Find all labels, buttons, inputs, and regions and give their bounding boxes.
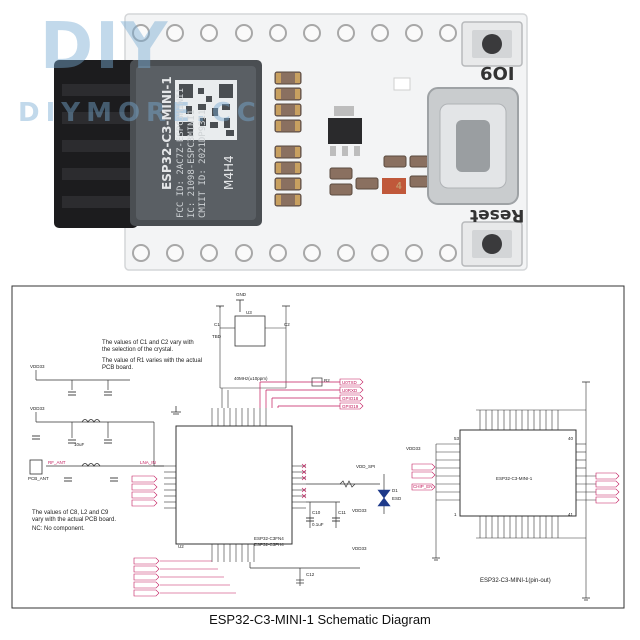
label-vdd33-a: VDD33 <box>30 364 45 369</box>
label-u3: U3 <box>246 310 252 315</box>
cap-silk-label: 4 <box>396 181 402 192</box>
label-vdd33-c: VDD33 <box>352 546 367 551</box>
label-gnd: GND <box>236 292 246 297</box>
chip-u2-symbol <box>175 425 293 545</box>
module-name-text: ESP32-C3-MINI-1 <box>160 76 174 190</box>
watermark-text: DIYMORE.CC <box>18 98 262 128</box>
label-pin40: 40 <box>568 436 574 441</box>
label-pinout-title: ESP32-C3-MINI-1(pin-out) <box>480 578 551 584</box>
label-rf-ant: RF_ANT <box>48 460 66 465</box>
module-fcc-text: FCC ID: 2AC7Z-ESPC3MINI1 <box>176 87 186 218</box>
label-cap-10uf: 10uF <box>74 442 85 447</box>
note-nc: NC: No component. <box>32 526 85 532</box>
watermark-logo: DIY <box>40 10 170 84</box>
label-u0txd: U0TXD <box>342 380 357 385</box>
label-cap-0-1uf: 0.1uF <box>312 522 324 527</box>
header-pins-top <box>132 24 457 42</box>
label-gpio18: GPIO18 <box>342 396 359 401</box>
note-r1-line2: PCB board. <box>102 365 134 371</box>
label-vdd-spi: VDD_SPI <box>356 464 376 469</box>
note-r1-line1: The value of R1 varies with the actual <box>102 358 203 364</box>
label-chip-fn4: ESP32-C3FN4 <box>254 536 284 541</box>
io9-button <box>461 21 523 67</box>
label-module: ESP32-C3-MINI-1 <box>496 476 533 481</box>
label-c1: C1 <box>214 322 220 327</box>
label-pin53: 53 <box>454 436 460 441</box>
silkscreen-reset: Reset <box>470 205 525 225</box>
status-led <box>393 77 411 91</box>
schematic-drawing <box>11 285 625 609</box>
module-cmiit-text: CMIIT ID: 2021DP9311 <box>198 109 208 218</box>
label-r2: R2 <box>324 378 330 383</box>
label-d1: D1 <box>392 488 398 493</box>
label-crystal-freq: 40MHz(±10ppm) <box>234 376 268 381</box>
note-c8-line1: The values of C8, L2 and C9 <box>32 510 109 516</box>
label-gpio19: GPIO19 <box>342 404 359 409</box>
label-vdd33-d: VDD33 <box>406 446 421 451</box>
ldo-regulator <box>328 118 362 144</box>
esd-diode-symbol <box>377 489 391 507</box>
reset-button <box>461 221 523 267</box>
module-ic-text: IC: 21098-ESPC3MINI1 <box>187 109 197 218</box>
label-vdd33-b: VDD33 <box>30 406 45 411</box>
label-lna-in: LNA_IN <box>140 460 156 465</box>
board-drawing <box>54 13 528 271</box>
label-u2: U2 <box>178 544 184 549</box>
module-code-text: M4H4 <box>222 155 236 190</box>
passive-components <box>274 71 429 207</box>
label-pcb-ant: PCB_ANT <box>28 476 49 481</box>
label-c10: C10 <box>312 510 321 515</box>
board-photo: DIY DIYMORE.CC IO9 Reset ESP32-C3-MINI-1… <box>0 0 640 278</box>
note-crystal-line1: The values of C1 and C2 vary with <box>102 340 194 346</box>
label-c2: C2 <box>284 322 290 327</box>
label-pin1: 1 <box>454 512 457 517</box>
label-vdd33-e: VDD33 <box>352 508 367 513</box>
schematic-diagram: The values of C1 and C2 vary with the se… <box>0 278 640 640</box>
label-esd: ESD <box>392 496 402 501</box>
crystal-u3-symbol <box>234 315 266 347</box>
note-crystal-line2: the selection of the crystal. <box>102 347 174 353</box>
schematic-title: ESP32-C3-MINI-1 Schematic Diagram <box>209 612 431 627</box>
label-chip-en: CHIP_EN <box>413 484 433 489</box>
header-pins-bottom <box>132 244 457 262</box>
label-u0rxd: U0RXD <box>342 388 358 393</box>
schematic-frame <box>11 285 625 609</box>
note-c8-line2: vary with the actual PCB board. <box>32 517 117 523</box>
label-tbd: TBD <box>212 334 221 339</box>
label-c12: C12 <box>306 572 315 577</box>
label-chip-fh4: ESP32-C3FH4 <box>254 542 284 547</box>
label-c11: C11 <box>338 510 346 515</box>
label-pin41: 41 <box>568 512 574 517</box>
module-pinout-symbol <box>459 429 577 517</box>
tantalum-cap <box>382 178 406 194</box>
silkscreen-io9: IO9 <box>480 62 515 83</box>
pcb-antenna-symbol <box>29 459 43 475</box>
